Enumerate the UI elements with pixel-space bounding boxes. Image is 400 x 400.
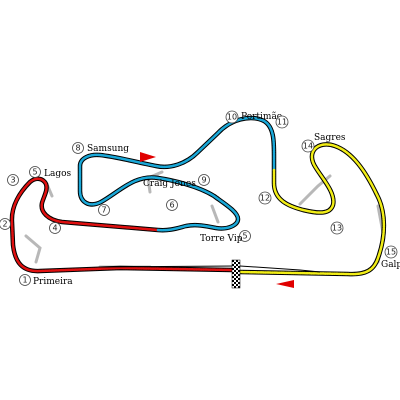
corner-name-lagos: Lagos — [44, 169, 72, 179]
direction-arrow-icon — [140, 152, 156, 162]
svg-text:4: 4 — [52, 224, 57, 233]
start-finish-flag — [231, 259, 241, 289]
runoff-turn-3 — [24, 234, 42, 264]
sector-1-track — [10, 177, 234, 273]
corner-marker-9-craig-jones: 9 Craig Jones — [143, 174, 210, 189]
corner-marker-8-samsung: 8 Samsung — [72, 142, 129, 154]
svg-text:9: 9 — [201, 176, 206, 185]
corner-marker-10-portimao: 10 Portimão — [225, 110, 282, 124]
corner-marker-12: 12 — [258, 191, 272, 205]
runoff-turn-torre-vip — [210, 204, 220, 224]
corner-marker-3: 3 — [7, 174, 19, 186]
corner-markers: 1 Primeira 2 3 4 5 Lagos 5 Torre Vip 6 — [0, 110, 400, 287]
svg-text:6: 6 — [169, 201, 174, 210]
corner-marker-7: 7 — [98, 204, 110, 216]
svg-text:11: 11 — [277, 118, 287, 127]
corner-marker-13: 13 — [330, 221, 344, 235]
corner-name-primeira: Primeira — [33, 277, 73, 287]
svg-text:8: 8 — [75, 144, 80, 153]
corner-marker-14-sagres: 14 Sagres — [301, 133, 346, 153]
corner-marker-4: 4 — [49, 222, 61, 234]
svg-text:1: 1 — [22, 276, 27, 285]
svg-text:5: 5 — [32, 168, 37, 177]
direction-arrow-icon — [276, 280, 294, 288]
svg-text:13: 13 — [332, 224, 342, 233]
corner-marker-5-lagos: 5 Lagos — [29, 166, 72, 179]
corner-marker-1: 1 Primeira — [19, 274, 73, 287]
corner-marker-6: 6 — [166, 199, 178, 211]
corner-name-galp: Galp — [381, 260, 400, 270]
corner-name-samsung: Samsung — [87, 144, 129, 154]
corner-marker-15-galp: 15 Galp — [381, 245, 400, 270]
svg-text:14: 14 — [303, 142, 313, 151]
corner-name-torre-vip: Torre Vip — [200, 234, 243, 244]
svg-text:2: 2 — [2, 220, 7, 229]
sector-3-track — [238, 143, 386, 276]
corner-marker-5-torre-vip: 5 Torre Vip — [200, 230, 251, 244]
corner-name-portimao: Portimão — [241, 111, 282, 122]
svg-text:10: 10 — [227, 113, 237, 122]
sector-2-track — [78, 116, 276, 232]
svg-text:7: 7 — [101, 206, 106, 215]
corner-marker-2: 2 — [0, 218, 11, 230]
svg-text:12: 12 — [260, 194, 270, 203]
svg-text:5: 5 — [242, 232, 247, 241]
svg-text:3: 3 — [10, 176, 15, 185]
pit-lane-exit — [239, 265, 321, 273]
corner-name-craig-jones: Craig Jones — [143, 179, 196, 189]
svg-text:15: 15 — [386, 248, 396, 257]
corner-marker-11: 11 — [275, 115, 289, 129]
pit-lane — [99, 265, 237, 268]
corner-name-sagres: Sagres — [314, 133, 346, 143]
